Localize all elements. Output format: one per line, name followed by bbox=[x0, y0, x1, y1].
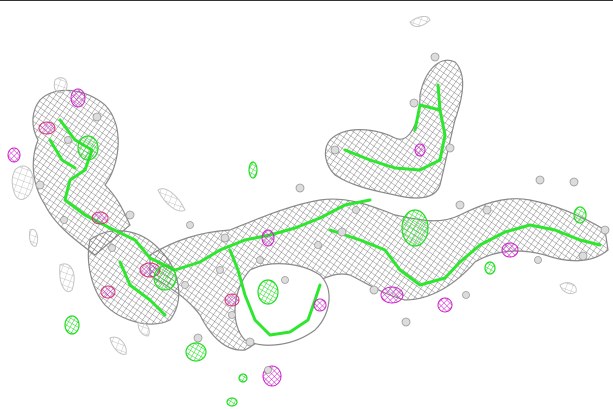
atom-spheres bbox=[35, 52, 610, 374]
top-border bbox=[0, 0, 613, 1]
density-mesh bbox=[11, 15, 609, 355]
carbon-bonds bbox=[48, 83, 602, 337]
green-density-blobs bbox=[64, 135, 587, 407]
